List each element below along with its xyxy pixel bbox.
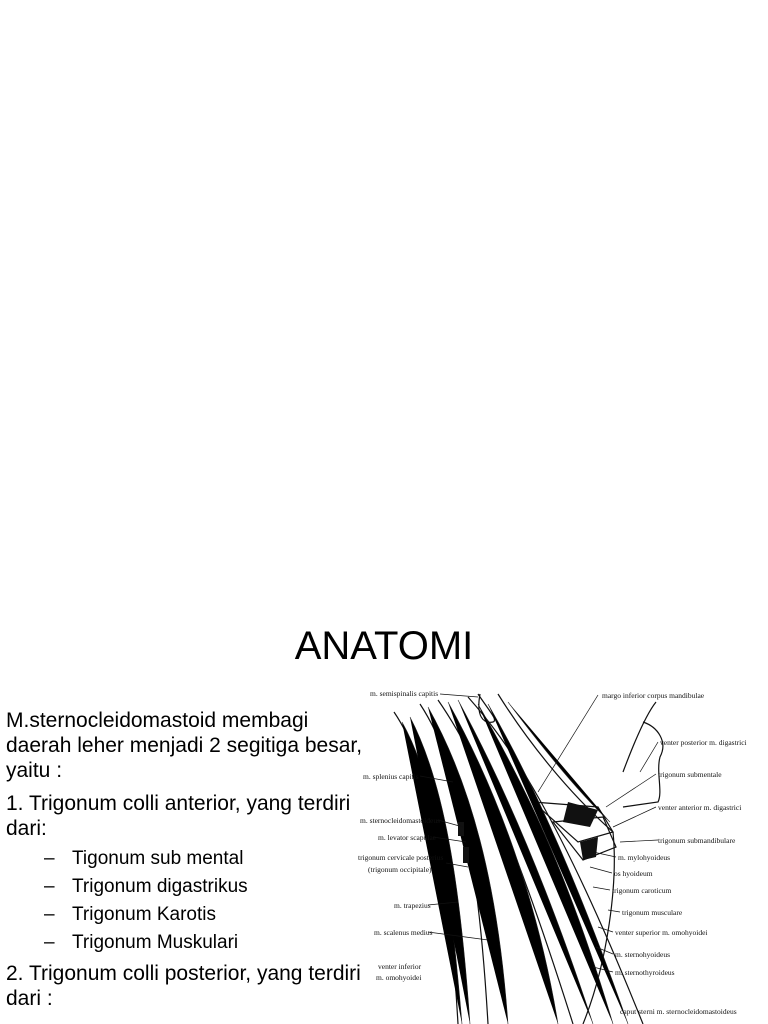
label-trigonum-submentale: trigonum submentale — [658, 770, 722, 779]
label-scalenus-medius: m. scalenus medius — [374, 928, 433, 937]
label-omohyoidei: m. omohyoidei — [376, 973, 421, 982]
label-levator-scapulae: m. levator scapulae — [378, 833, 437, 842]
label-splenius: m. splenius capitis — [363, 772, 419, 781]
neck-anatomy-illustration: m. semispinalis capitis m. splenius capi… — [358, 689, 747, 1024]
label-os-hyoideum: os hyoideum — [614, 869, 653, 878]
label-trapezius: m. trapezius — [394, 901, 431, 910]
figure-labels: m. semispinalis capitis m. splenius capi… — [358, 689, 747, 1016]
body-text: M.sternocleidomastoid membagi daerah leh… — [6, 708, 366, 1011]
paragraph-anterior: 1. Trigonum colli anterior, yang terdiri… — [6, 792, 351, 840]
label-venter-anterior: venter anterior m. digastrici — [658, 803, 741, 812]
label-trigonum-submandibulare: trigonum submandibulare — [658, 836, 736, 845]
list-item: –Trigonum digastrikus — [44, 876, 248, 897]
label-venter-superior: venter superior m. omohyoidei — [615, 928, 707, 937]
label-sternohyoideus: m. sternohyoideus — [615, 950, 670, 959]
anterior-subitems: –Tigonum sub mental –Trigonum digastriku… — [44, 845, 366, 957]
label-caput-sterni: caput sterni m. sternocleidomastoideus — [620, 1007, 737, 1016]
list-item: –Tigonum sub mental — [44, 848, 244, 869]
paragraph-posterior: 2. Trigonum colli posterior, yang terdir… — [6, 962, 361, 1010]
label-trigonum-caroticum: trigonum caroticum — [612, 886, 672, 895]
leader-lines — [419, 693, 659, 973]
label-venter-inferior: venter inferior — [378, 962, 422, 971]
slide-title: ANATOMI — [294, 624, 474, 668]
label-trigonum-musculare: trigonum musculare — [622, 908, 683, 917]
label-venter-posterior: venter posterior m. digastrici — [660, 738, 747, 747]
label-mylohyoideus: m. mylohyoideus — [618, 853, 670, 862]
muscle-fibres — [401, 699, 629, 1024]
label-sternocleidomastoideus: m. sternocleidomastoideus — [360, 816, 440, 825]
label-trigonum-cervicale: trigonum cervicale posterius — [358, 853, 443, 862]
neck-anatomy-figure: m. semispinalis capitis m. splenius capi… — [358, 682, 768, 1024]
label-semispinalis: m. semispinalis capitis — [370, 689, 438, 698]
paragraph-intro: M.sternocleidomastoid membagi daerah leh… — [6, 709, 363, 782]
list-item: –Trigonum Muskulari — [44, 932, 239, 953]
label-margo-inferior: margo inferior corpus mandibulae — [602, 691, 705, 700]
label-sternothyroideus: m. sternothyroideus — [615, 968, 675, 977]
tendon-marks — [458, 802, 598, 863]
label-trigonum-occipitale: (trigonum occipitale) — [368, 865, 432, 874]
list-item: –Trigonum Karotis — [44, 904, 216, 925]
